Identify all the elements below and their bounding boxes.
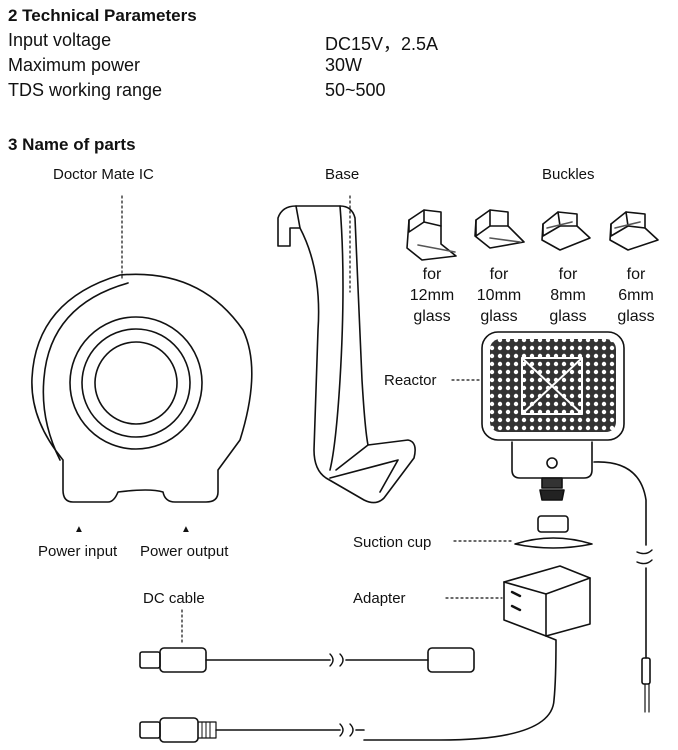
param-max-power-value: 30W [325,55,363,75]
buckle-8mm [541,211,591,251]
parts-title: 3 Name of parts [8,135,136,154]
param-max-power-name: Maximum power [8,55,141,75]
buckle-12mm [406,209,457,261]
doctor-mate-device [31,195,253,503]
buckle-8mm-caption: for 8mm glass [549,266,587,325]
dc-cable [139,609,475,673]
power-output-label: Power output [140,543,229,560]
param-tds-range-name: TDS working range [8,80,163,100]
buckle-12mm-caption: for 12mm glass [409,266,455,325]
adapter-cable [139,717,365,743]
doctor-mate-label: Doctor Mate IC [53,166,154,183]
param-input-voltage-name: Input voltage [8,30,112,50]
adapter-label: Adapter [353,590,406,607]
adapter [363,565,591,741]
buckle-10mm [474,209,525,249]
dc-cable-label: DC cable [143,590,205,607]
technical-params-title: 2 Technical Parameters [8,6,197,25]
buckle-10mm-caption: for 10mm glass [476,266,522,325]
buckle-6mm [609,211,659,251]
param-tds-range-value: 50~500 [325,80,386,100]
base-bracket [277,195,416,504]
suction-cup-label: Suction cup [353,534,432,551]
base-label: Base [325,166,360,183]
reactor-device [451,331,653,713]
suction-cup [453,515,593,549]
power-input-marker: ▲ [74,524,84,535]
power-input-label: Power input [38,543,118,560]
param-input-voltage-value: DC15V，2.5A [325,34,439,54]
buckle-6mm-caption: for 6mm glass [617,266,655,325]
buckles-label: Buckles [542,166,595,183]
power-output-marker: ▲ [181,524,191,535]
reactor-label: Reactor [384,372,437,389]
